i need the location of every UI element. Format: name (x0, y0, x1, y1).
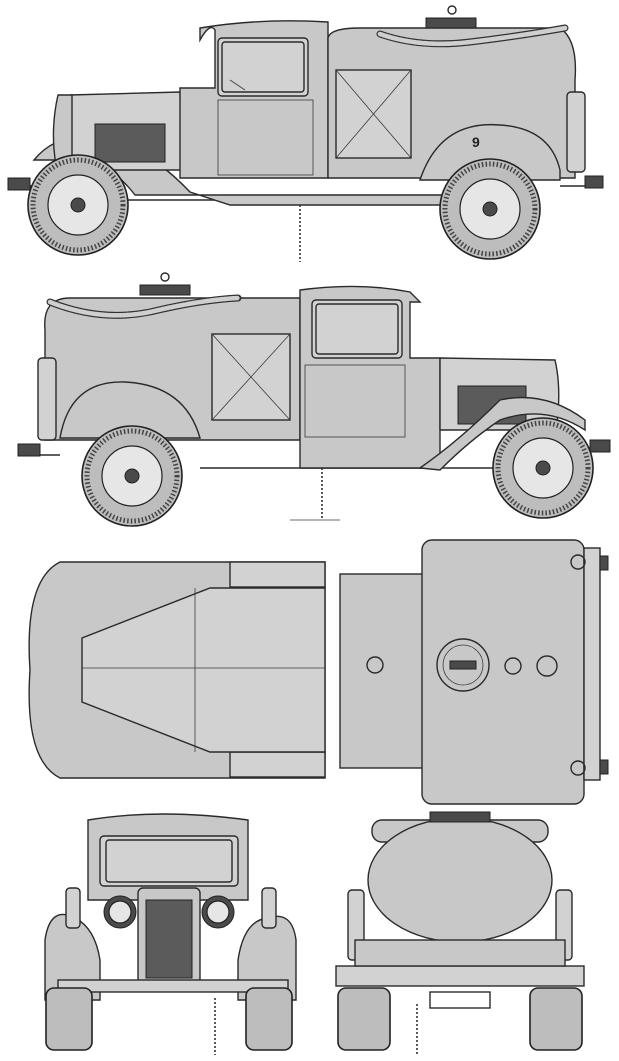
cab-window-right (311, 299, 403, 359)
side-view-left: 9 (7, 5, 604, 262)
top-valve-right (139, 284, 191, 296)
front-right-tire (245, 987, 293, 1051)
filler-hatch (436, 638, 490, 692)
cab-window (217, 37, 309, 97)
side-view-right (17, 272, 611, 527)
top-view (28, 539, 609, 805)
front-wheel-right-view (492, 417, 594, 519)
tank-rear-ellipse (367, 817, 553, 943)
front-left-tire (45, 987, 93, 1051)
tank-number: 9 (472, 134, 480, 150)
rear-extinguisher (566, 91, 586, 173)
tank-top (421, 539, 585, 805)
extinguisher-right (37, 357, 57, 441)
rear-wheel-left-view (439, 158, 541, 260)
top-valve (425, 17, 477, 29)
cab-roof (339, 573, 431, 769)
rear-view (335, 811, 585, 1055)
radiator-grille (145, 899, 193, 979)
rear-wheel-right-view (81, 425, 183, 527)
front-wheel-left-view (27, 154, 129, 256)
rear-right-dual-tire (529, 987, 583, 1051)
hood-louvers (94, 123, 166, 163)
rear-left-dual-tire (337, 987, 391, 1051)
windshield (99, 835, 239, 887)
front-view (44, 813, 297, 1055)
